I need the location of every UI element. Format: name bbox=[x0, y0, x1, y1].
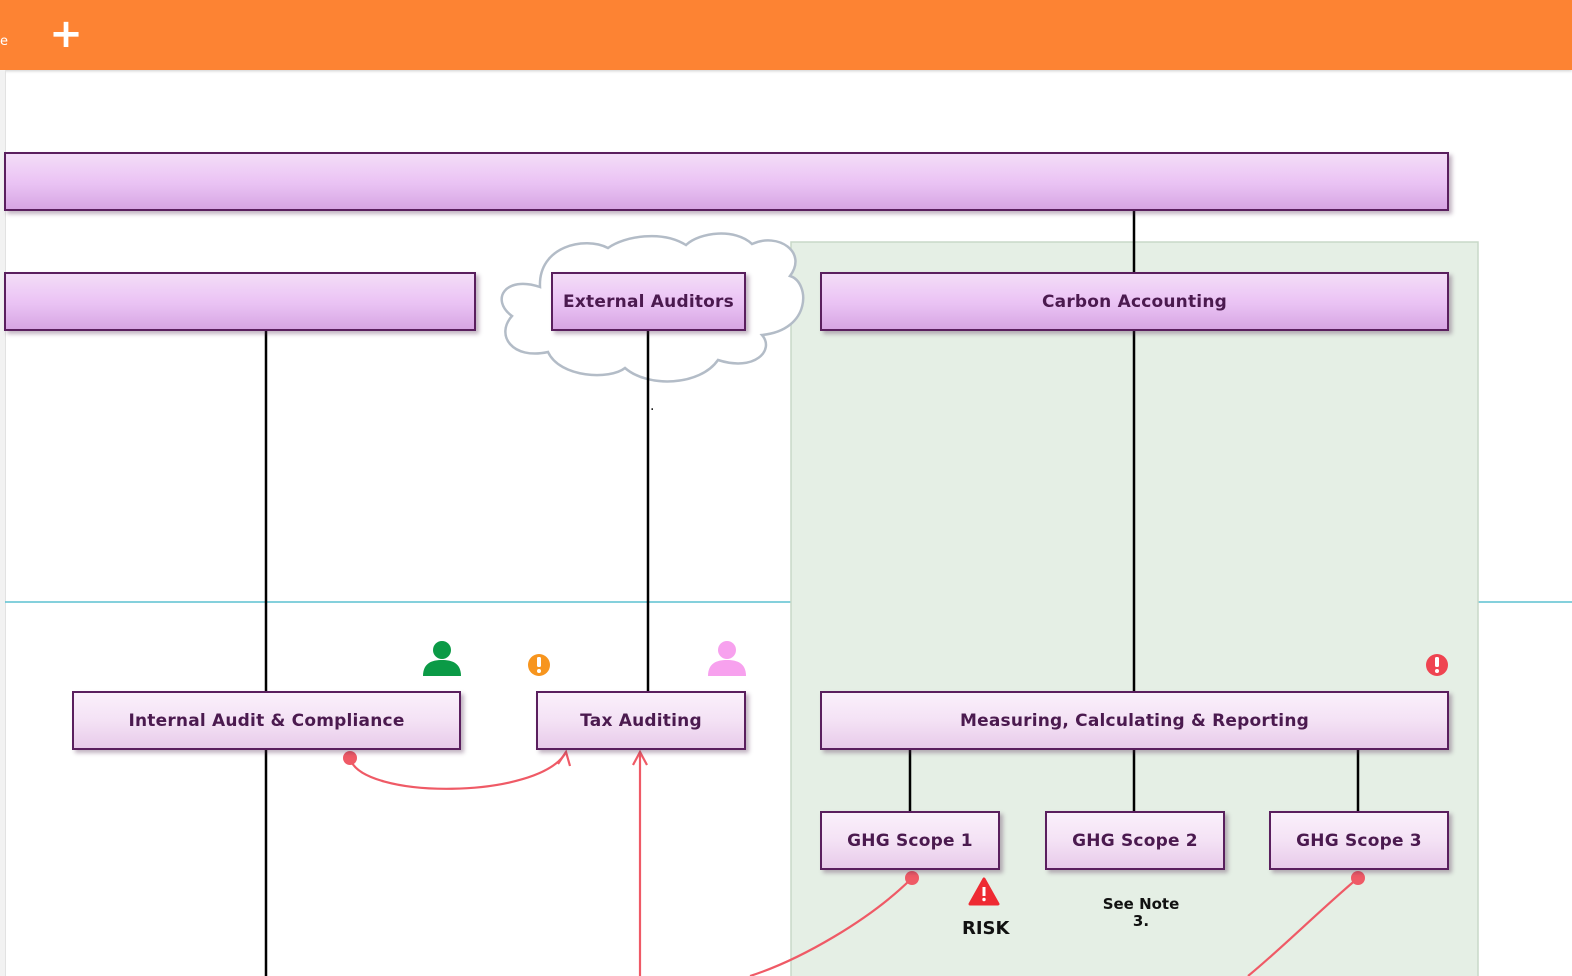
ghg-scope-1-box[interactable]: GHG Scope 1 bbox=[820, 811, 1000, 870]
warning-triangle-icon[interactable] bbox=[968, 877, 1000, 906]
link-internal-to-tax-arrowhead bbox=[557, 749, 572, 767]
risk-label[interactable]: RISK bbox=[962, 918, 1010, 939]
exclamation-circle-icon[interactable] bbox=[1426, 654, 1448, 676]
external-auditors-box[interactable]: External Auditors bbox=[551, 272, 746, 331]
link-start-dot-scope1[interactable] bbox=[905, 871, 919, 885]
see-note-label[interactable]: See Note 3. bbox=[1096, 896, 1186, 930]
ghg-scope-3-box[interactable]: GHG Scope 3 bbox=[1269, 811, 1449, 870]
link-internal-to-tax bbox=[348, 751, 567, 790]
exclamation-circle-icon[interactable] bbox=[528, 654, 550, 676]
top-toolbar: e + bbox=[0, 0, 1572, 70]
links[interactable] bbox=[348, 749, 1359, 976]
link-start-dot-scope3[interactable] bbox=[1351, 871, 1365, 885]
person-icon[interactable] bbox=[423, 641, 461, 676]
link-start-dot-internal[interactable] bbox=[343, 751, 357, 765]
link-scope1-out bbox=[749, 877, 913, 976]
ghg-scope-2-box[interactable]: GHG Scope 2 bbox=[1045, 811, 1225, 870]
connectors bbox=[264, 210, 1360, 976]
add-page-button[interactable]: + bbox=[49, 11, 83, 57]
top-org-bar[interactable] bbox=[4, 152, 1449, 211]
left-unit-box[interactable] bbox=[4, 272, 476, 331]
stray-dot-label: . bbox=[650, 398, 655, 414]
see-note-line-2: 3. bbox=[1132, 912, 1150, 930]
measuring-box[interactable]: Measuring, Calculating & Reporting bbox=[820, 691, 1449, 750]
tab-label-fragment[interactable]: e bbox=[0, 34, 8, 49]
see-note-line-1: See Note bbox=[1102, 895, 1180, 913]
left-panel-edge bbox=[0, 70, 6, 976]
person-icon[interactable] bbox=[708, 641, 746, 676]
internal-audit-box[interactable]: Internal Audit & Compliance bbox=[72, 691, 461, 750]
link-scope3-out bbox=[1247, 877, 1359, 976]
carbon-accounting-box[interactable]: Carbon Accounting bbox=[820, 272, 1449, 331]
tax-auditing-box[interactable]: Tax Auditing bbox=[536, 691, 746, 750]
link-bottom-to-tax-arrowhead bbox=[632, 749, 648, 766]
